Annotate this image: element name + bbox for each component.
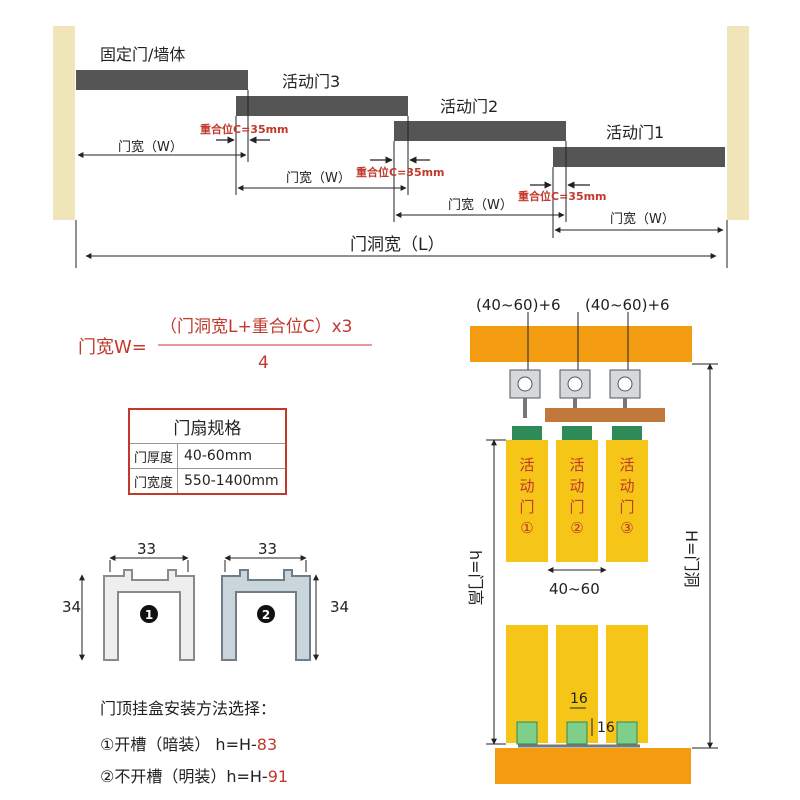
svg-text:门: 门 — [569, 498, 584, 516]
svg-text:动: 动 — [569, 477, 584, 495]
install-option-1: ①开槽（暗装） h=H-83 — [100, 735, 277, 754]
width-label-2: 门宽（W） — [286, 170, 351, 186]
profile-1-side-dim: 34 — [62, 598, 81, 616]
svg-text:动: 动 — [519, 477, 534, 495]
opening-height-label: H=门洞 — [682, 530, 701, 587]
svg-text:活: 活 — [569, 456, 584, 474]
svg-text:1: 1 — [145, 608, 153, 622]
door2-label: 活动门2 — [440, 97, 498, 116]
overlap-arrows — [216, 136, 590, 189]
gap-label-2: (40~60)+6 — [585, 296, 670, 314]
bottom-track — [495, 748, 691, 784]
door-panel-1 — [506, 440, 548, 562]
top-track — [470, 326, 692, 362]
bottom-dim-label-2: 16 — [597, 720, 615, 736]
door-panel-2 — [556, 440, 598, 562]
door1-panel — [553, 147, 725, 167]
formula-numerator: （门洞宽L+重合位C）x3 — [160, 317, 352, 337]
svg-text:活: 活 — [619, 456, 634, 474]
door3-panel — [236, 96, 408, 116]
spec-row-label: 门厚度 — [128, 443, 179, 469]
extension-lines — [75, 90, 728, 268]
profile-2-side-dim: 34 — [330, 598, 349, 616]
bottom-guides — [516, 721, 640, 748]
top-gap-dims — [527, 312, 629, 372]
roller-hangers — [509, 369, 665, 440]
profile-1-top-dim: 33 — [137, 540, 156, 558]
overlap-label-1: 重合位C=35mm — [200, 122, 289, 136]
svg-text:③: ③ — [620, 519, 633, 537]
spec-row-value: 550-1400mm — [177, 468, 287, 495]
svg-text:②: ② — [570, 519, 583, 537]
gap-label-1: (40~60)+6 — [476, 296, 561, 314]
formula-denominator: 4 — [258, 353, 269, 373]
opening-width-label: 门洞宽（L） — [350, 235, 444, 255]
wall-left — [53, 26, 75, 220]
fixed-label: 固定门/墙体 — [100, 45, 185, 64]
spec-row-label: 门宽度 — [128, 468, 179, 495]
spec-row-value: 40-60mm — [177, 443, 287, 469]
bottom-dim-label-1: 16 — [570, 691, 588, 707]
door3-label: 活动门3 — [282, 72, 340, 91]
overlap-label-2: 重合位C=35mm — [356, 165, 445, 179]
svg-text:动: 动 — [619, 477, 634, 495]
wall-right — [727, 26, 749, 220]
fixed-panel — [76, 70, 248, 90]
svg-text:①: ① — [520, 519, 533, 537]
overlap-label-3: 重合位C=35mm — [518, 189, 607, 203]
install-option-2: ②不开槽（明装）h=H-91 — [100, 767, 288, 786]
width-dims — [77, 152, 724, 259]
door-vertical-labels: 活动门① 活动门② 活动门③ — [519, 456, 634, 537]
formula-lhs: 门宽W= — [78, 337, 147, 358]
spec-table-title: 门扇规格 — [128, 408, 287, 444]
width-label-1: 门宽（W） — [118, 139, 183, 155]
door2-panel — [394, 121, 566, 141]
door-panel-3 — [606, 440, 648, 562]
svg-text:活: 活 — [519, 456, 534, 474]
profile-2: 2 — [221, 555, 319, 661]
spec-table: 门扇规格 门厚度 40-60mm 门宽度 550-1400mm — [128, 408, 287, 495]
install-option-2-num: 91 — [268, 767, 288, 786]
thickness-label: 40~60 — [549, 580, 600, 598]
svg-text:2: 2 — [262, 608, 270, 622]
door-height-label: h=门高 — [466, 550, 485, 606]
width-label-3: 门宽（W） — [448, 197, 513, 213]
install-title: 门顶挂盒安装方法选择： — [100, 699, 276, 718]
profile-2-top-dim: 33 — [258, 540, 277, 558]
width-label-4: 门宽（W） — [610, 211, 675, 227]
svg-text:门: 门 — [519, 498, 534, 516]
svg-text:门: 门 — [619, 498, 634, 516]
door1-label: 活动门1 — [606, 123, 664, 142]
profile-1: 1 — [79, 555, 195, 661]
install-option-1-num: 83 — [257, 735, 277, 754]
